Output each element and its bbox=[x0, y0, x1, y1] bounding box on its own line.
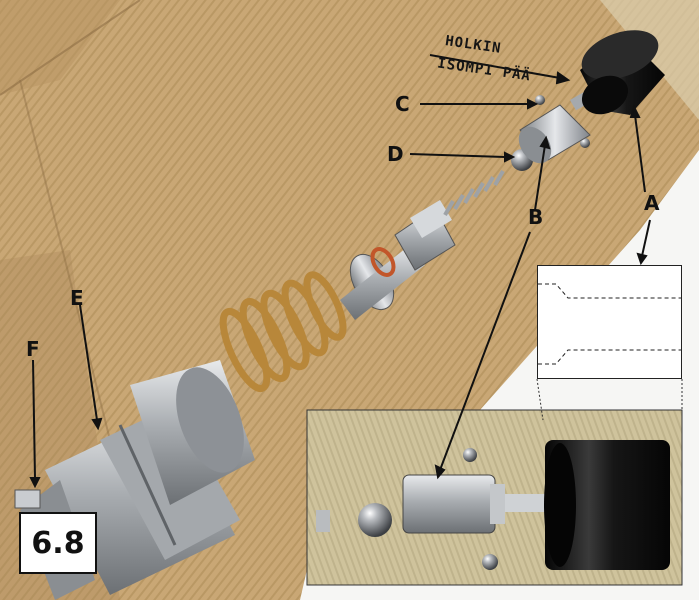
label-f: F bbox=[26, 337, 40, 361]
figure-number-box: 6.8 bbox=[19, 512, 97, 574]
black-cap bbox=[580, 30, 665, 115]
cap-section-diagram bbox=[537, 265, 682, 379]
label-d: D bbox=[387, 142, 404, 166]
ball-c bbox=[535, 95, 545, 105]
brass-spring bbox=[219, 271, 347, 393]
cap-profile-sketch bbox=[538, 283, 681, 365]
label-c: C bbox=[395, 92, 410, 116]
figure-number: 6.8 bbox=[31, 525, 85, 561]
pointer-arrows bbox=[29, 54, 651, 489]
inset-photo bbox=[306, 409, 683, 586]
ball-small-right bbox=[580, 138, 590, 148]
label-a: A bbox=[644, 191, 660, 215]
small-spring bbox=[443, 170, 505, 216]
valve-body bbox=[340, 200, 456, 320]
label-e: E bbox=[70, 286, 84, 310]
label-b: B bbox=[528, 205, 544, 229]
